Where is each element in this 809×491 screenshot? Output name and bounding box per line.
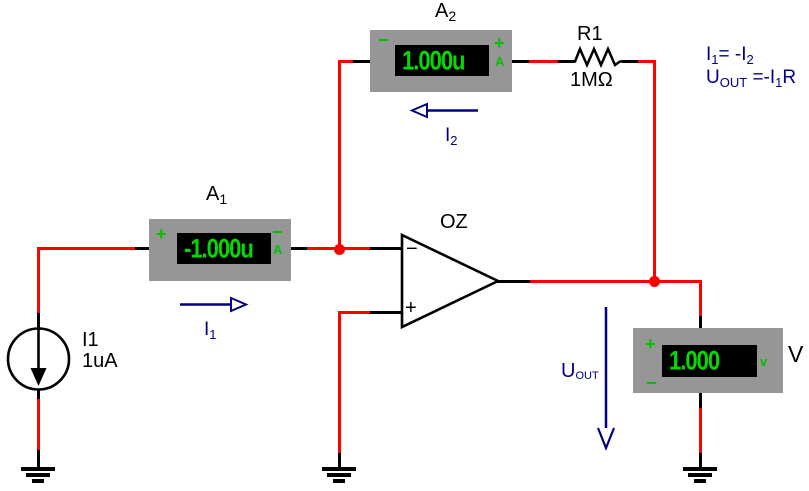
opamp-symbol[interactable] [398, 231, 502, 331]
junction-dot [334, 244, 345, 255]
wire-segment [638, 60, 656, 63]
ammeter-a1[interactable]: + − A -1.000u [149, 219, 291, 281]
i2-arrow-label: I2 [445, 125, 458, 148]
current-source-value: 1uA [82, 350, 118, 372]
a2-unit: A [495, 54, 505, 69]
current-arrow-i2 [409, 102, 478, 119]
ground-symbol[interactable] [21, 467, 55, 484]
ammeter-a2[interactable]: − + A 1.000u [370, 30, 512, 92]
uout-arrow [596, 307, 616, 451]
wire-segment [338, 60, 353, 63]
wire-segment [699, 408, 702, 453]
wire-segment [622, 60, 638, 63]
wire-segment [38, 247, 135, 250]
resistor-r1-value: 1MΩ [570, 69, 613, 91]
wire-segment [370, 311, 403, 314]
voltmeter-minus-terminal: − [646, 373, 657, 393]
opamp-inverting-input: − [406, 238, 418, 260]
resistor-r1-label: R1 [577, 23, 603, 45]
wire-segment [699, 453, 702, 468]
wire-segment [37, 313, 40, 329]
wire-segment [699, 393, 702, 408]
a2-minus-terminal: − [378, 30, 389, 50]
a1-minus-terminal: − [272, 222, 283, 242]
a1-plus-terminal: + [156, 224, 167, 244]
wire-segment [530, 280, 702, 283]
wire-segment [699, 316, 702, 331]
voltmeter-unit: v [760, 354, 768, 369]
wire-segment [338, 311, 341, 453]
wire-segment [653, 60, 656, 283]
a1-unit: A [273, 242, 283, 257]
equation-2: UOUT =-I1R [706, 67, 797, 90]
ground-symbol[interactable] [322, 467, 356, 484]
wire-segment [135, 247, 151, 250]
resistor-r1-symbol[interactable] [572, 45, 624, 69]
current-arrow-i1 [180, 296, 249, 313]
wire-segment [37, 247, 40, 313]
equation-1: I1= -I2 [706, 44, 754, 67]
wire-segment [497, 280, 530, 283]
wire-segment [529, 60, 558, 63]
ground-symbol[interactable] [683, 467, 717, 484]
wire-segment [338, 60, 341, 251]
wire-segment [699, 280, 702, 316]
wire-segment [37, 399, 40, 450]
opamp-label: OZ [440, 211, 468, 233]
wire-segment [511, 60, 529, 63]
wire-segment [370, 247, 403, 250]
i1-arrow-label: I1 [204, 319, 217, 342]
opamp-noninverting-input: + [405, 297, 417, 319]
wire-segment [353, 60, 371, 63]
ammeter-a1-label: A1 [206, 183, 228, 208]
ammeter-a2-display: 1.000u [395, 45, 489, 76]
a2-plus-terminal: + [494, 33, 505, 53]
wire-segment [558, 60, 574, 63]
current-source-name: I1 [82, 329, 99, 351]
uout-label: UOUT [561, 360, 599, 383]
voltmeter-plus-terminal: + [645, 334, 656, 354]
voltmeter-label: V [788, 341, 804, 367]
wire-segment [291, 247, 307, 250]
wire-segment [338, 311, 370, 314]
wire-segment [37, 450, 40, 468]
wire-segment [37, 390, 40, 399]
current-source-symbol[interactable] [5, 325, 73, 393]
junction-dot [649, 276, 660, 287]
voltmeter-display: 1.000 [662, 345, 757, 377]
ammeter-a1-display: -1.000u [177, 233, 271, 264]
voltmeter[interactable]: + − v 1.000 [633, 328, 783, 393]
ammeter-a2-label: A2 [435, 0, 457, 25]
wire-segment [338, 453, 341, 468]
